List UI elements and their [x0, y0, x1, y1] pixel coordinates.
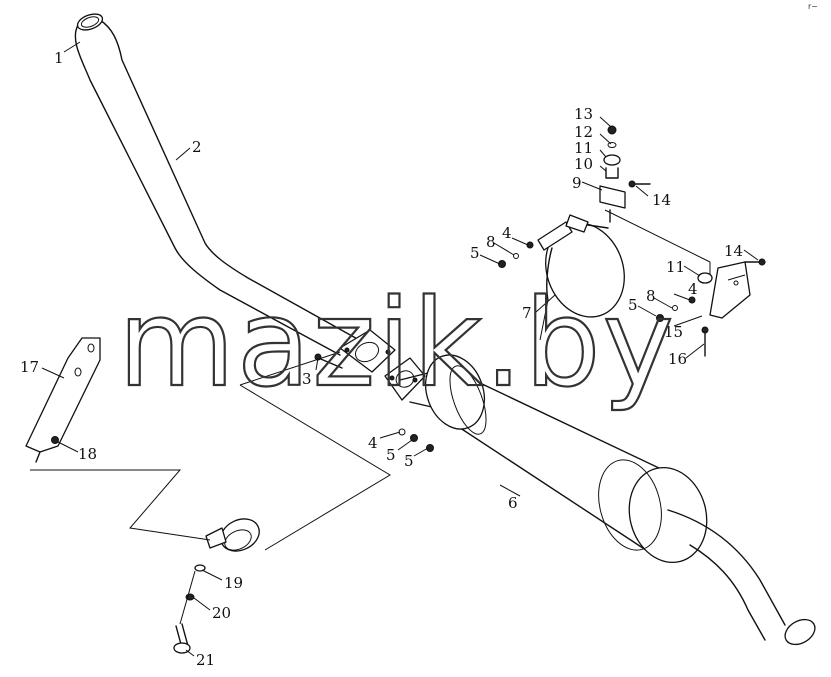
callout-18: 18 — [78, 445, 97, 463]
callout-10: 10 — [574, 155, 593, 173]
callout-8a: 8 — [486, 233, 496, 251]
callout-17: 17 — [20, 358, 39, 376]
callout-14a: 14 — [652, 191, 671, 209]
assembly-lines — [30, 262, 711, 551]
callout-9: 9 — [572, 174, 582, 192]
right-bracket-assembly — [697, 258, 766, 357]
callout-11a: 11 — [574, 139, 593, 157]
small-hardware — [398, 241, 696, 452]
callout-15: 15 — [664, 323, 683, 341]
callout-5d: 5 — [404, 452, 414, 470]
callout-20: 20 — [212, 604, 231, 622]
callout-19: 19 — [224, 574, 243, 592]
callout-11b: 11 — [666, 258, 685, 276]
callout-7: 7 — [522, 304, 532, 322]
callout-labels: 1 2 3 4 4 4 5 5 5 5 6 7 8 8 9 10 11 11 1… — [20, 49, 743, 669]
callout-21: 21 — [196, 651, 215, 669]
muffler — [399, 354, 816, 646]
watermark: mazik.by — [118, 275, 676, 414]
callout-3: 3 — [302, 370, 312, 388]
callout-12: 12 — [574, 123, 593, 141]
muffler-clamp-band — [537, 214, 625, 318]
down-pipe — [74, 13, 371, 356]
callout-1: 1 — [54, 49, 64, 67]
callout-5b: 5 — [628, 296, 638, 314]
callout-4c: 4 — [368, 434, 378, 452]
callout-8b: 8 — [646, 287, 656, 305]
callout-14b: 14 — [724, 242, 743, 260]
upper-bracket-assembly — [599, 125, 711, 263]
callout-2: 2 — [192, 138, 202, 156]
lower-clamp-assembly — [173, 518, 260, 654]
leader-lines — [41, 41, 759, 657]
callout-4b: 4 — [688, 280, 698, 298]
corner-mark: r~ — [808, 2, 818, 11]
callout-4a: 4 — [502, 224, 512, 242]
callout-16: 16 — [668, 350, 687, 368]
callout-5a: 5 — [470, 244, 480, 262]
callout-6: 6 — [508, 494, 518, 512]
flange-plate — [314, 329, 396, 373]
callout-5c: 5 — [386, 446, 396, 464]
callout-13: 13 — [574, 105, 593, 123]
hanger-strap — [25, 337, 101, 463]
